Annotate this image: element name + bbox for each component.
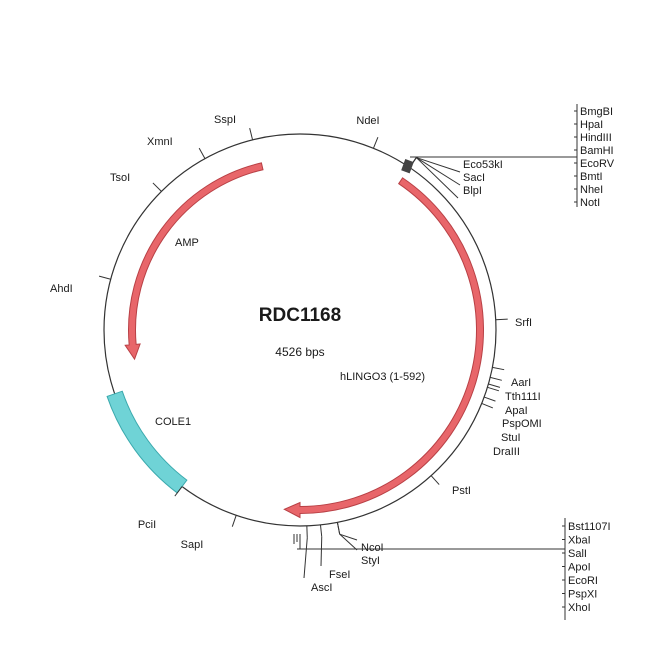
site-tick-tth111i	[490, 376, 502, 381]
site-label-ndei[interactable]: NdeI	[356, 115, 379, 127]
feature-label-hlingo3: hLINGO3 (1-592)	[340, 371, 425, 383]
mcs-site-ecorv[interactable]: EcoRV	[580, 158, 615, 170]
site-label-pcii[interactable]: PciI	[138, 519, 156, 531]
mcs-site-bst1107i[interactable]: Bst1107I	[568, 521, 611, 533]
mcs-site-bmgbi[interactable]: BmgBI	[580, 106, 613, 118]
plasmid-size: 4526 bps	[275, 345, 324, 359]
site-tick-tsoi	[152, 182, 162, 192]
site-leader-styi	[339, 533, 358, 551]
site-tick-ahdi	[98, 275, 111, 280]
mcs-site-pspxi[interactable]: PspXI	[568, 589, 597, 601]
site-leader-saci	[416, 157, 461, 186]
mcs-site-xhoi[interactable]: XhoI	[568, 602, 591, 614]
feature-label-cole1: COLE1	[155, 416, 191, 428]
feature-amp-arrow[interactable]	[124, 162, 264, 361]
site-tick-psti	[430, 475, 440, 485]
site-label-ahdi[interactable]: AhdI	[50, 283, 73, 295]
site-label-sspi[interactable]: SspI	[214, 114, 236, 126]
site-tick-fsei	[319, 524, 323, 537]
site-leader-asci	[303, 537, 308, 579]
mcs-site-bmti[interactable]: BmtI	[580, 171, 603, 183]
site-tick-srfi	[495, 318, 508, 321]
feature-label-amp: AMP	[175, 237, 199, 249]
mcs-site-ecori[interactable]: EcoRI	[568, 575, 598, 587]
site-label-pspomi[interactable]: PspOMI	[502, 418, 542, 430]
site-tick-pspomi	[487, 386, 500, 392]
site-label-eco53ki[interactable]: Eco53kI	[463, 159, 503, 171]
site-label-ncoi[interactable]: NcoI	[361, 542, 384, 554]
site-tick-styi	[336, 522, 341, 535]
site-label-srfi[interactable]: SrfI	[515, 317, 532, 329]
site-tick-xmni	[198, 147, 206, 159]
site-leader-ncoi	[339, 533, 358, 541]
site-label-asci[interactable]: AscI	[311, 582, 332, 594]
mcs-site-nhei[interactable]: NheI	[580, 184, 603, 196]
site-label-styi[interactable]: StyI	[361, 555, 380, 567]
site-tick-apai	[488, 383, 501, 388]
site-tick-pcii	[174, 486, 183, 497]
site-tick-sapi	[231, 515, 237, 527]
site-tick-stui	[484, 396, 496, 402]
mcs-site-xbai[interactable]: XbaI	[568, 535, 591, 547]
mcs-site-sali[interactable]: SalI	[568, 548, 587, 560]
feature-hlingo3-arrow[interactable]	[283, 177, 484, 519]
site-label-saci[interactable]: SacI	[463, 172, 485, 184]
site-label-draiii[interactable]: DraIII	[493, 446, 520, 458]
mcs-site-noti[interactable]: NotI	[580, 197, 600, 209]
site-tick-ndei	[372, 136, 379, 149]
site-tick-aari	[492, 366, 505, 371]
site-label-blpi[interactable]: BlpI	[463, 185, 482, 197]
mcs-site-hpai[interactable]: HpaI	[580, 119, 603, 131]
mcs-site-apoi[interactable]: ApoI	[568, 562, 591, 574]
site-label-xmni[interactable]: XmnI	[147, 136, 173, 148]
site-tick-draiii	[481, 402, 494, 409]
site-leader-fsei	[320, 536, 323, 567]
mcs-site-bamhi[interactable]: BamHI	[580, 145, 614, 157]
site-label-fsei[interactable]: FseI	[329, 569, 350, 581]
plasmid-name: RDC1168	[259, 305, 341, 326]
mcs-site-hindiii[interactable]: HindIII	[580, 132, 612, 144]
mcs-top-marker	[401, 158, 414, 174]
site-label-apai[interactable]: ApaI	[505, 405, 528, 417]
plasmid-backbone	[103, 133, 497, 527]
site-leader-eco53ki	[416, 157, 461, 173]
site-label-tth111i[interactable]: Tth111I	[505, 391, 541, 403]
site-label-tsoi[interactable]: TsoI	[110, 172, 130, 184]
site-leader-blpi	[415, 157, 459, 199]
site-label-aari[interactable]: AarI	[511, 377, 531, 389]
feature-cole1-block[interactable]	[106, 390, 188, 494]
site-label-sapi[interactable]: SapI	[181, 539, 204, 551]
site-label-psti[interactable]: PstI	[452, 485, 471, 497]
site-label-stui[interactable]: StuI	[501, 432, 521, 444]
site-tick-sspi	[249, 128, 254, 140]
